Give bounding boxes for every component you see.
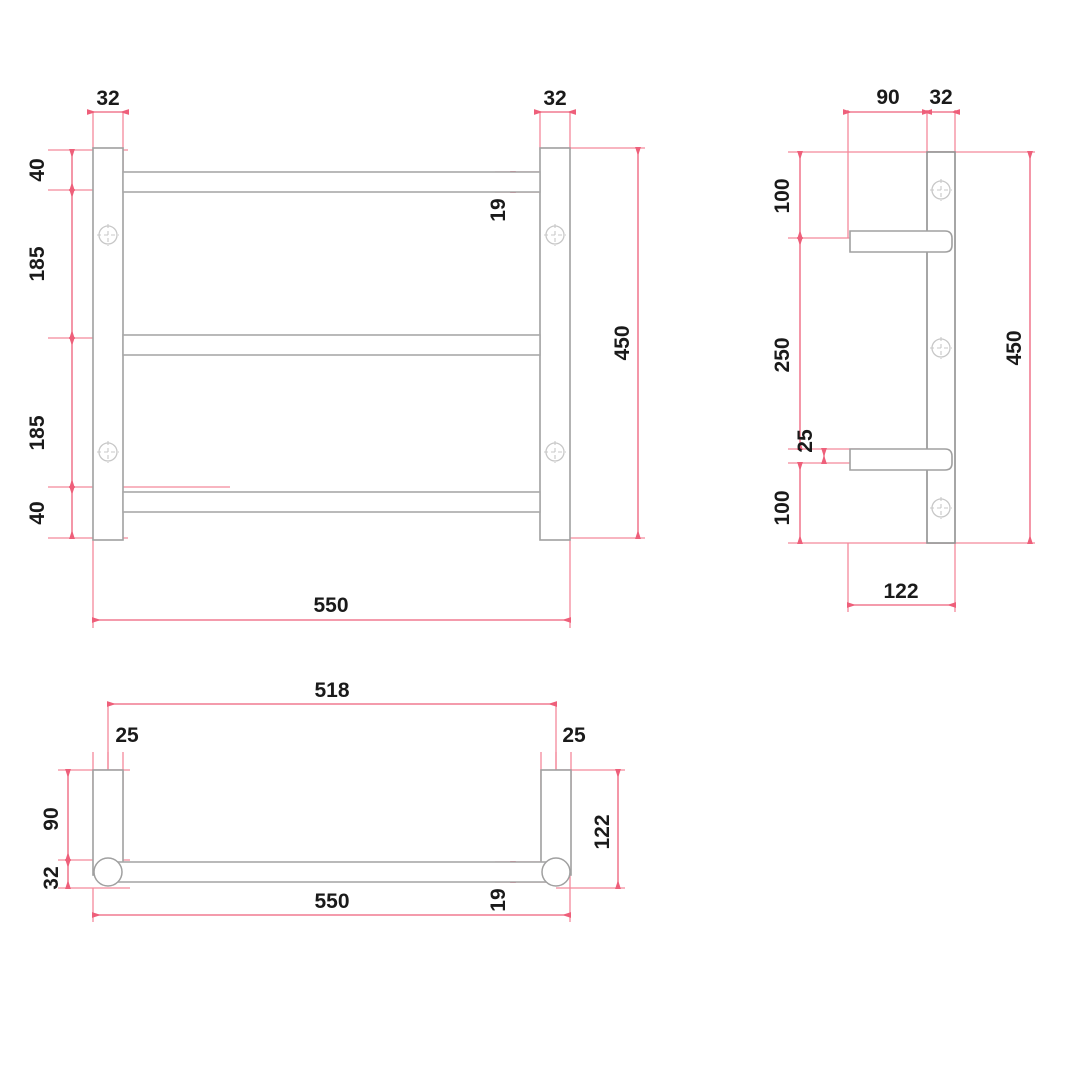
side-dim-250: 250 <box>771 337 794 372</box>
front-dim-32-left: 32 <box>96 87 119 110</box>
top-right-rail-end <box>541 857 571 887</box>
side-dim-450: 450 <box>1003 330 1026 365</box>
front-dim-450: 450 <box>611 325 634 360</box>
front-rail-middle <box>122 334 541 356</box>
front-rail-top <box>122 171 541 193</box>
top-left-rail-end <box>93 857 123 887</box>
side-dim-100-top: 100 <box>771 178 794 213</box>
top-dim-90: 90 <box>40 807 63 830</box>
front-left-post <box>92 147 124 541</box>
front-dim-550: 550 <box>313 594 348 617</box>
side-dim-25: 25 <box>794 429 817 453</box>
front-dim-40-top: 40 <box>26 158 49 181</box>
top-dim-550: 550 <box>314 890 349 913</box>
front-dim-40-bottom: 40 <box>26 501 49 524</box>
top-dim-25-left: 25 <box>115 724 139 747</box>
side-arm-lower <box>849 448 953 471</box>
front-dim-32-right: 32 <box>543 87 566 110</box>
front-rail-bottom <box>122 491 541 513</box>
front-dim-19: 19 <box>487 198 510 221</box>
side-arm-upper <box>849 230 953 253</box>
side-dim-100-bottom: 100 <box>771 490 794 525</box>
side-view-geometry <box>849 151 956 544</box>
top-dim-122: 122 <box>591 814 614 849</box>
side-dim-90: 90 <box>876 86 899 109</box>
top-view-geometry <box>92 769 572 887</box>
side-dim-122: 122 <box>883 580 918 603</box>
top-dim-19: 19 <box>487 888 510 911</box>
front-view-geometry <box>92 147 571 541</box>
front-dim-185-lower: 185 <box>26 415 49 450</box>
top-view: 518 25 25 90 32 122 19 550 <box>40 679 625 922</box>
top-dim-32: 32 <box>40 866 63 889</box>
side-view: 90 32 100 250 25 100 450 122 <box>771 86 1035 612</box>
front-dim-185-upper: 185 <box>26 246 49 281</box>
front-right-post <box>539 147 571 541</box>
front-view: 32 32 40 185 185 40 19 450 550 <box>26 87 645 628</box>
side-dim-32: 32 <box>929 86 952 109</box>
top-dim-518: 518 <box>314 679 349 702</box>
top-dim-25-right: 25 <box>562 724 586 747</box>
side-view-dimension-lines <box>788 109 1035 612</box>
top-rail <box>107 861 557 883</box>
top-view-dimension-lines <box>58 701 625 922</box>
